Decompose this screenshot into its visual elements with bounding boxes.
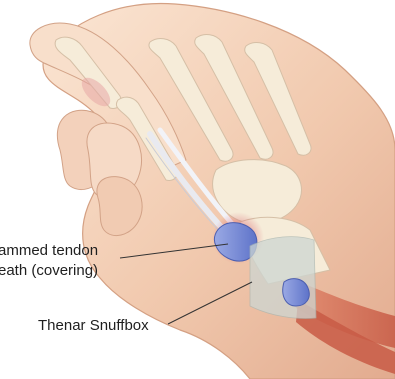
- label-inflamed-tendon-line1: ammed tendon: [0, 242, 98, 260]
- finger-curl-3: [97, 177, 142, 236]
- tendon-sheath-lower: [283, 279, 310, 306]
- label-thenar-snuffbox: Thenar Snuffbox: [38, 317, 149, 335]
- extensor-retinaculum-band: [250, 237, 316, 319]
- label-inflamed-tendon-line2: eath (covering): [0, 262, 98, 280]
